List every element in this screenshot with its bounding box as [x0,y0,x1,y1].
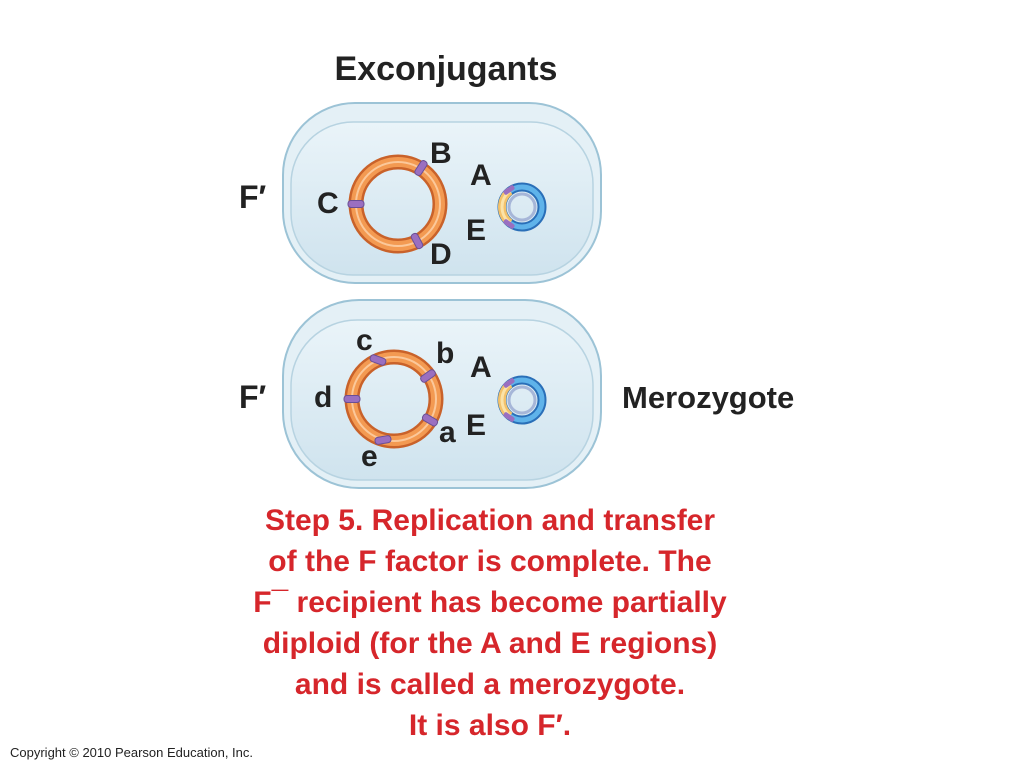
bottom-label-c: c [356,324,373,357]
diagram-title: Exconjugants [334,50,558,88]
plasmid-marker-E-bottom [503,412,515,422]
top-label-A: A [470,159,492,192]
top-label-C: C [317,187,339,220]
caption-line: It is also F′. [408,709,572,742]
top-label-E: E [466,214,486,247]
top-fertility-label: F′ [239,179,267,215]
gene-marker-b [420,369,436,383]
gene-marker-C [347,200,365,208]
bottom-fertility-label: F′ [239,379,267,415]
merozygote-label: Merozygote [622,380,794,415]
copyright-notice: Copyright © 2010 Pearson Education, Inc. [10,745,254,760]
bottom-label-a: a [439,416,456,449]
gene-marker-D [410,232,424,250]
plasmid-marker-E [503,219,515,229]
bottom-label-e: e [361,440,378,473]
bottom-label-b: b [436,337,454,370]
gene-marker-d [343,395,361,403]
plasmid-marker-A [503,185,515,195]
caption-line: Step 5. Replication and transfer [264,504,716,537]
plasmid-marker-A-bottom [503,378,515,388]
gene-marker-B [414,160,428,176]
caption-line: diploid (for the A and E regions) [262,627,718,660]
gene-marker-a [421,413,439,427]
bottom-label-A: A [470,351,492,384]
bottom-label-d: d [314,381,332,414]
top-cell: F′ B A C E D [239,102,602,284]
bottom-cell: F′ c b A d E a e [239,299,602,489]
gene-marker-c [369,354,387,366]
bottom-label-E: E [466,409,486,442]
top-label-D: D [430,238,452,271]
gene-marker-e [374,435,392,445]
caption-line: of the F factor is complete. The [268,545,712,578]
caption-line: and is called a merozygote. [294,668,686,701]
top-label-B: B [430,137,452,170]
caption-line: F¯ recipient has become partially [253,586,727,619]
step-caption: Step 5. Replication and transfer of the … [170,500,810,746]
